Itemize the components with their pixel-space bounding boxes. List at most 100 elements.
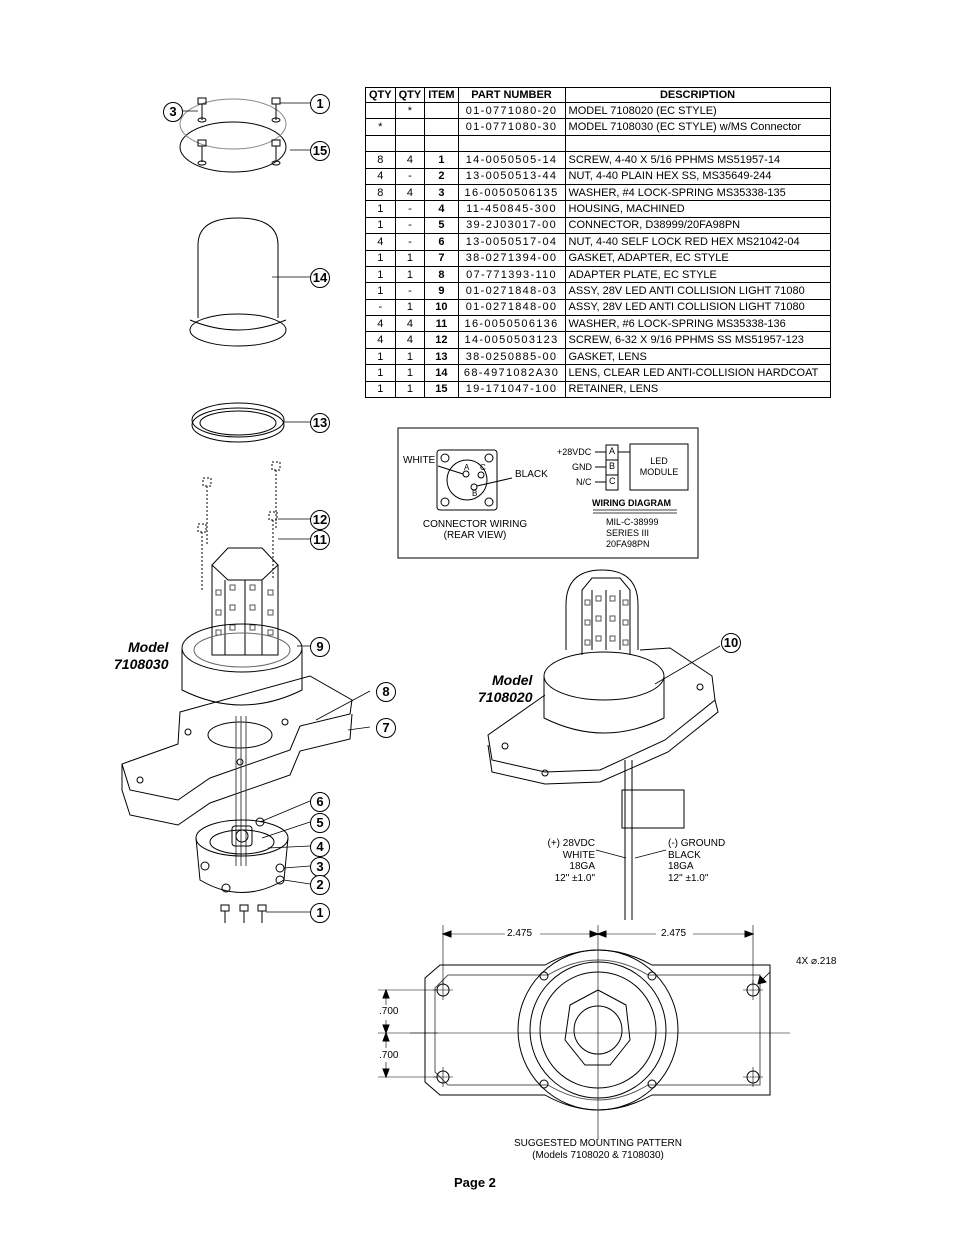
lens-gasket-drawing <box>191 402 285 443</box>
ground-lead-line4: 12" ±1.0" <box>668 872 709 884</box>
part-number-cell: 13-0050517-04 <box>457 233 566 251</box>
qty-1-cell: 4 <box>365 167 396 185</box>
wire-black-label: BLACK <box>515 469 548 480</box>
callout-2: 2 <box>310 875 330 895</box>
item-cell: 6 <box>424 233 459 251</box>
description-cell: ASSY, 28V LED ANTI COLLISION LIGHT 71080 <box>564 282 831 300</box>
description-cell: HOUSING, MACHINED <box>564 200 831 218</box>
qty-1-cell: - <box>365 298 396 317</box>
qty-1-cell: 8 <box>365 151 396 169</box>
description-cell: SCREW, 4-40 X 5/16 PPHMS MS51957-14 <box>564 151 831 169</box>
part-number-cell: 68-4971082A30 <box>457 364 566 382</box>
led-module-line1: LED <box>650 456 668 466</box>
part-number-cell: 16-0050506135 <box>457 183 566 202</box>
part-number-cell: 14-0050503123 <box>457 331 566 349</box>
item-cell: 15 <box>424 380 459 399</box>
led-light-assembly-left-drawing <box>181 547 303 706</box>
item-cell <box>424 134 459 153</box>
spec-line3: 20FA98PN <box>606 539 650 549</box>
item-cell: 7 <box>424 249 459 267</box>
col-part-number: PART NUMBER <box>457 87 566 103</box>
plus-28vdc-label: +28VDC <box>557 447 592 457</box>
terminal-b-label: B <box>609 461 616 471</box>
callout-1-bottom: 1 <box>310 903 330 923</box>
qty-1-cell: * <box>365 118 396 136</box>
lens-dome-drawing <box>189 217 287 347</box>
table-row <box>365 134 831 153</box>
qty-2-cell: 1 <box>394 364 426 382</box>
description-cell: NUT, 4-40 SELF LOCK RED HEX MS21042-04 <box>564 233 831 251</box>
model-right-number: 7108020 <box>478 689 533 705</box>
item-cell: 12 <box>424 331 459 349</box>
led-module-label: LED MODULE <box>630 456 688 478</box>
spec-line1: MIL-C-38999 <box>606 517 659 527</box>
qty-1-cell: 4 <box>365 331 396 349</box>
part-number-cell: 07-771393-110 <box>457 265 566 284</box>
qty-2-cell: - <box>394 200 426 218</box>
connector-wiring-title: CONNECTOR WIRING (REAR VIEW) <box>420 519 530 541</box>
page-number: Page 2 <box>454 1175 496 1190</box>
ground-lead-line3: 18GA <box>668 861 694 872</box>
item-cell: 2 <box>424 167 459 185</box>
qty-2-cell: 1 <box>394 347 426 366</box>
positive-lead-line2: WHITE <box>562 849 595 861</box>
qty-2-cell: 4 <box>394 315 426 333</box>
qty-2-cell: - <box>394 233 426 251</box>
description-cell: ADAPTER PLATE, EC STYLE <box>564 265 831 284</box>
part-number-cell: 01-0271848-03 <box>457 282 566 300</box>
qty-2-cell <box>394 118 426 136</box>
qty-1-cell: 1 <box>365 216 396 235</box>
retainer-ring-drawing <box>179 97 287 173</box>
callout-3-top: 3 <box>163 102 183 122</box>
qty-2-cell: 1 <box>394 265 426 284</box>
callout-1-top: 1 <box>310 94 330 114</box>
ground-lead-line1: (-) GROUND <box>668 838 726 849</box>
qty-2-cell: 1 <box>394 298 426 317</box>
positive-lead-label: (+) 28VDC WHITE 18GA 12" ±1.0" <box>545 838 595 884</box>
led-module-line2: MODULE <box>639 467 679 477</box>
qty-1-cell: 4 <box>365 233 396 251</box>
dim-vertical-2: .700 <box>379 1050 399 1061</box>
item-cell: 4 <box>424 200 459 218</box>
qty-2-cell: 4 <box>394 151 426 169</box>
mounting-caption-line1: SUGGESTED MOUNTING PATTERN <box>514 1138 682 1149</box>
qty-1-cell: 4 <box>365 315 396 333</box>
part-number-cell: 39-2J03017-00 <box>457 216 566 235</box>
part-number-cell: 19-171047-100 <box>457 380 566 399</box>
item-cell: 13 <box>424 347 459 366</box>
callout-9: 9 <box>310 637 330 657</box>
dim-vertical-1: .700 <box>379 1006 399 1017</box>
terminal-c-label: C <box>609 476 616 486</box>
part-number-cell: 01-0771080-30 <box>457 118 566 136</box>
description-cell: RETAINER, LENS <box>564 380 831 399</box>
callout-3-bottom: 3 <box>310 857 330 877</box>
callout-4: 4 <box>310 837 330 857</box>
housing-connector-drawing <box>195 817 289 923</box>
part-number-cell: 16-0050506136 <box>457 315 566 333</box>
adapter-plate-left-drawing <box>121 675 353 866</box>
item-cell: 11 <box>424 315 459 333</box>
qty-1-cell: 1 <box>365 265 396 284</box>
model-7108030-label: Model 7108030 <box>114 639 169 673</box>
dim-left-2475: 2.475 <box>507 928 533 939</box>
callout-7: 7 <box>376 718 396 738</box>
dim-hole-dia: 4X ⌀.218 <box>796 956 837 967</box>
callout-6: 6 <box>310 792 330 812</box>
part-number-cell <box>457 134 566 153</box>
item-cell: 3 <box>424 183 459 202</box>
lens-screws-drawing <box>197 461 281 592</box>
gnd-label: GND <box>572 462 592 472</box>
qty-2-cell: - <box>394 216 426 235</box>
qty-2-cell: 1 <box>394 249 426 267</box>
col-description: DESCRIPTION <box>564 87 831 103</box>
description-cell: MODEL 7108030 (EC STYLE) w/MS Connector <box>564 118 831 136</box>
description-cell: NUT, 4-40 PLAIN HEX SS, MS35649-244 <box>564 167 831 185</box>
callout-13: 13 <box>310 413 330 433</box>
